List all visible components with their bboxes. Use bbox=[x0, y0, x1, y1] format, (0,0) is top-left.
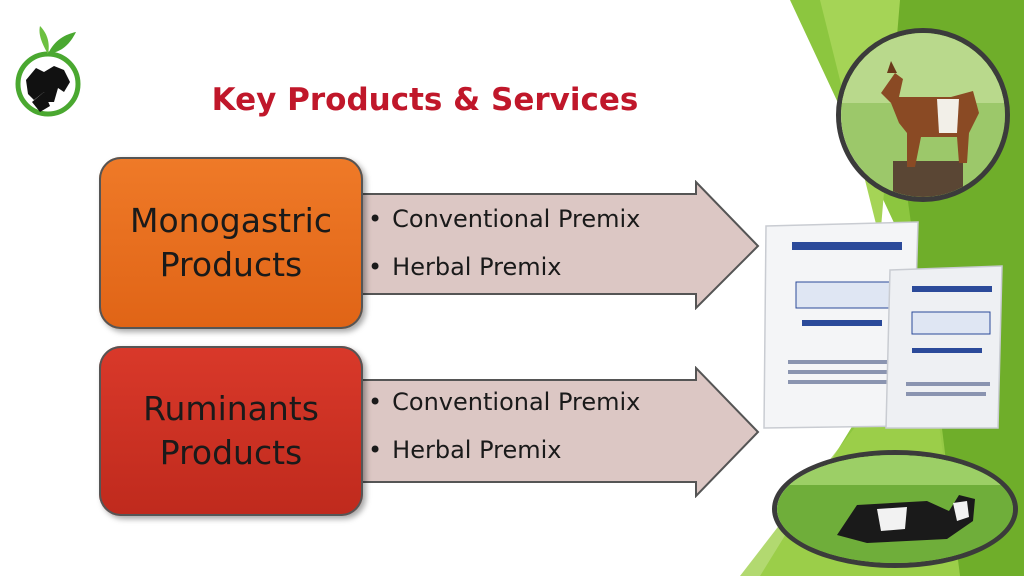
logo-icon bbox=[15, 26, 81, 117]
box-line: Products bbox=[159, 433, 303, 472]
monogastric-products-box: Monogastric Products bbox=[99, 157, 363, 329]
bullet-item: Herbal Premix bbox=[368, 243, 640, 291]
bullet-item: Herbal Premix bbox=[368, 426, 640, 474]
ruminants-bullet-list: Conventional Premix Herbal Premix bbox=[368, 378, 640, 474]
bullet-item: Conventional Premix bbox=[368, 378, 640, 426]
box-line: Ruminants bbox=[143, 389, 319, 428]
box-line: Products bbox=[159, 245, 303, 284]
box-line: Monogastric bbox=[130, 201, 332, 240]
page-title: Key Products & Services bbox=[211, 82, 639, 118]
monogastric-bullet-list: Conventional Premix Herbal Premix bbox=[368, 195, 640, 291]
bullet-item: Conventional Premix bbox=[368, 195, 640, 243]
cow-photo bbox=[772, 450, 1018, 568]
goat-photo bbox=[836, 28, 1010, 202]
feed-bag-image bbox=[762, 220, 1024, 436]
ruminants-products-box: Ruminants Products bbox=[99, 346, 363, 516]
